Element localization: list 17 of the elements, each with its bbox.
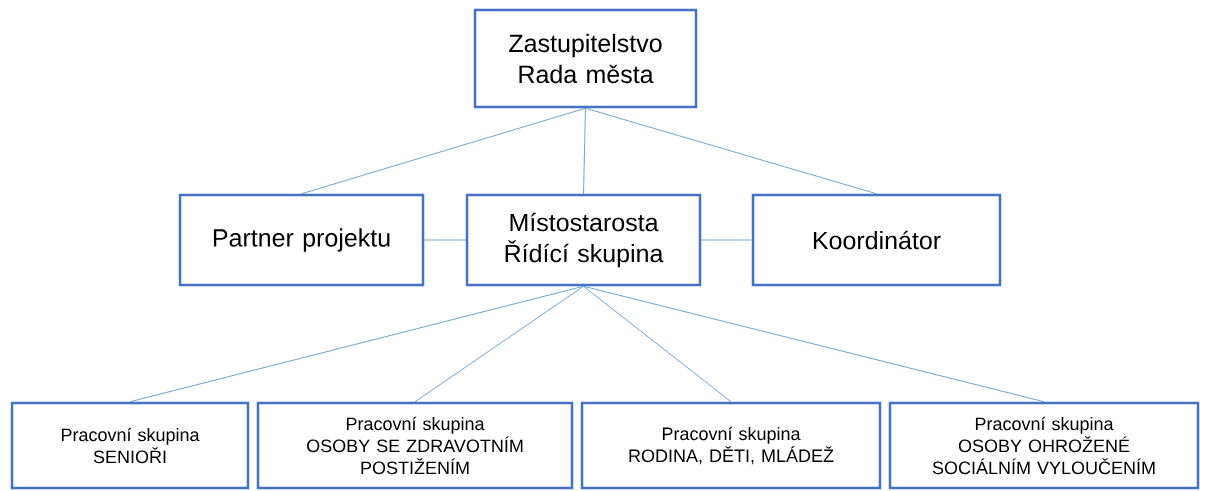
org-box: Místostarosta Řídící skupina [465, 193, 702, 287]
connector-line [585, 107, 877, 195]
org-box: Koordinátor [751, 193, 1002, 287]
connector-line [700, 239, 753, 241]
org-box: Zastupitelstvo Rada města [473, 8, 698, 109]
connector-line [129, 285, 584, 403]
connector-line [414, 285, 584, 403]
connector-line [583, 285, 1045, 403]
org-box: Pracovní skupina OSOBY OHROŽENÉ SOCIÁLNÍM VYLOUČENÍM [888, 401, 1200, 490]
connector-line [583, 285, 732, 403]
connector-line [423, 239, 467, 241]
connector-line [583, 107, 586, 195]
org-box: Pracovní skupina RODINA, DĚTI, MLÁDEŽ [580, 401, 882, 490]
org-box: Pracovní skupina SENIOŘI [10, 401, 250, 490]
org-box: Pracovní skupina OSOBY SE ZDRAVOTNÍM POSTIŽENÍM [256, 401, 574, 490]
org-box: Partner projektu [178, 193, 425, 287]
connector-line [301, 107, 586, 195]
